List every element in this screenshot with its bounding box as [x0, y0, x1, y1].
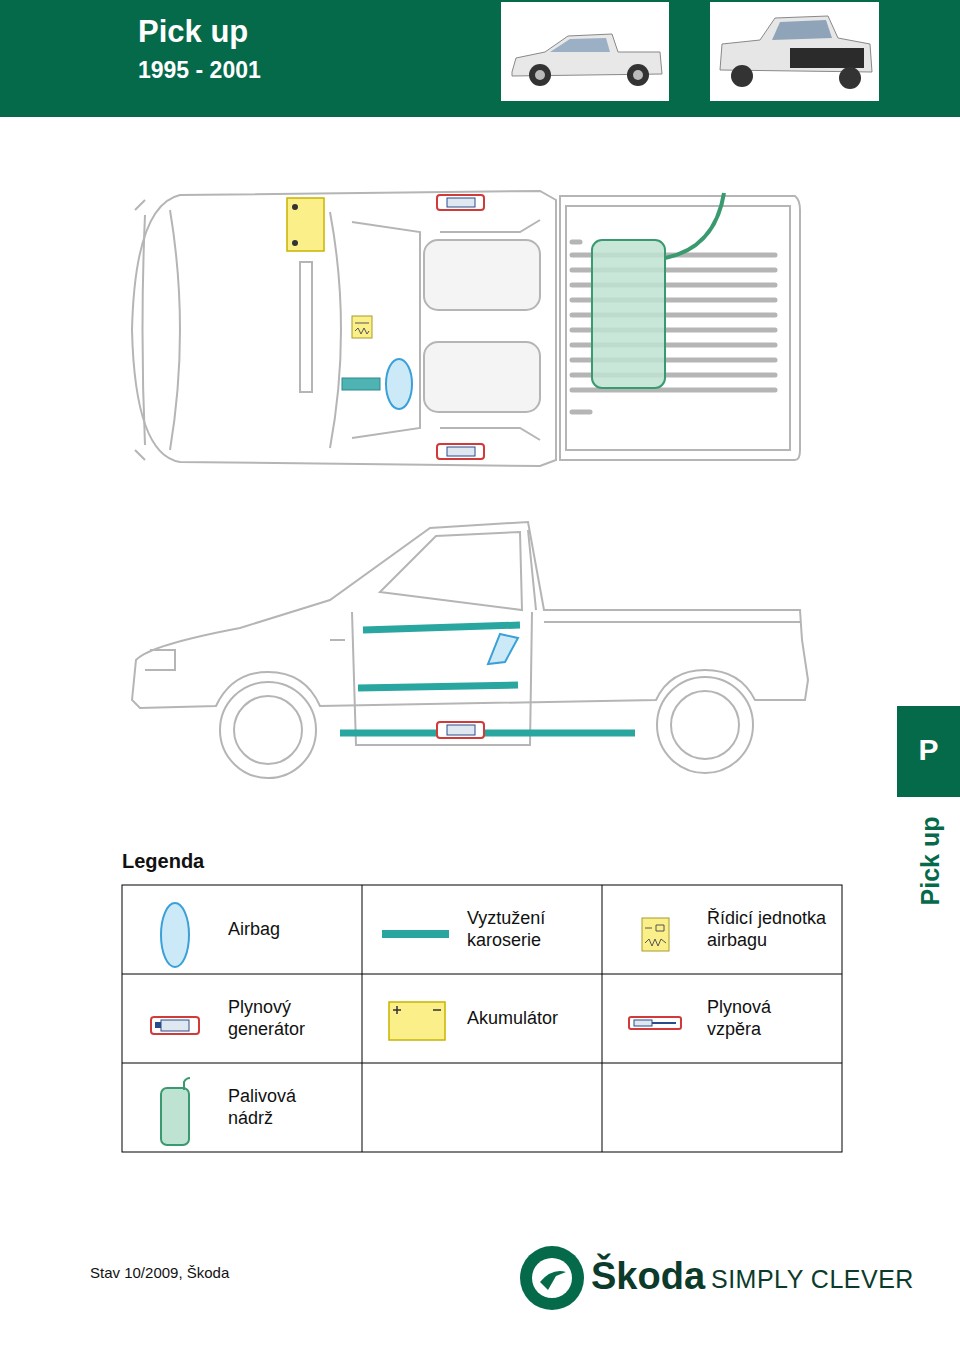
brand-name: Škoda [591, 1254, 705, 1300]
brand-slogan: SIMPLY CLEVER [711, 1264, 914, 1294]
legend-text: Akumulátor [467, 1008, 592, 1030]
legend-cell: Plynový generátor [228, 974, 358, 1063]
gas-generator-swatch [151, 1017, 199, 1034]
airbag-symbol [386, 359, 412, 409]
section-tab [897, 706, 960, 797]
legend-table [122, 885, 842, 1152]
body-reinforcement [340, 625, 635, 733]
legend-cell: Palivová nádrž [228, 1063, 358, 1152]
fuel-tank-swatch [161, 1078, 190, 1145]
legend-text: Plynový generátor [228, 997, 328, 1040]
airbag-control-unit [352, 316, 372, 338]
battery-swatch [389, 1002, 445, 1040]
legend-text: Palivová nádrž [228, 1086, 328, 1129]
year-range: 1995 - 2001 [138, 57, 261, 85]
airbag-swatch [161, 903, 189, 967]
footer-note: Stav 10/2009, Škoda [90, 1264, 229, 1282]
header-photo [501, 2, 879, 101]
legend-heading: Legenda [122, 849, 204, 873]
side-view-car [132, 522, 808, 778]
legend-cell: Vyztužení karoserie [467, 885, 597, 974]
legend-cell: Plynová vzpěra [707, 974, 840, 1063]
gas-strut-swatch [629, 1017, 681, 1029]
top-view-car [132, 191, 800, 466]
vertical-tab-title: Pick up [915, 801, 945, 921]
page-title: Pick up [138, 13, 248, 50]
steering-column [342, 378, 380, 390]
legend-text: Airbag [228, 919, 348, 941]
battery-symbol [287, 198, 324, 251]
gas-generator [437, 195, 484, 459]
skoda-logo [520, 1246, 584, 1310]
legend-cell: Akumulátor [467, 974, 597, 1063]
airbag-symbol [488, 634, 518, 664]
legend-cell: Airbag [228, 885, 358, 974]
legend-text: Vyztužení karoserie [467, 908, 577, 951]
reinforcement-swatch [382, 930, 449, 938]
header-bar [0, 0, 960, 117]
control-unit-swatch [642, 918, 669, 951]
legend-text: Řídicí jednotka airbagu [707, 908, 837, 951]
gas-generator [437, 722, 484, 738]
tab-letter: P [897, 732, 960, 768]
legend-cell: Řídicí jednotka airbagu [707, 885, 840, 974]
fuel-tank [592, 193, 724, 388]
legend-text: Plynová vzpěra [707, 997, 807, 1040]
